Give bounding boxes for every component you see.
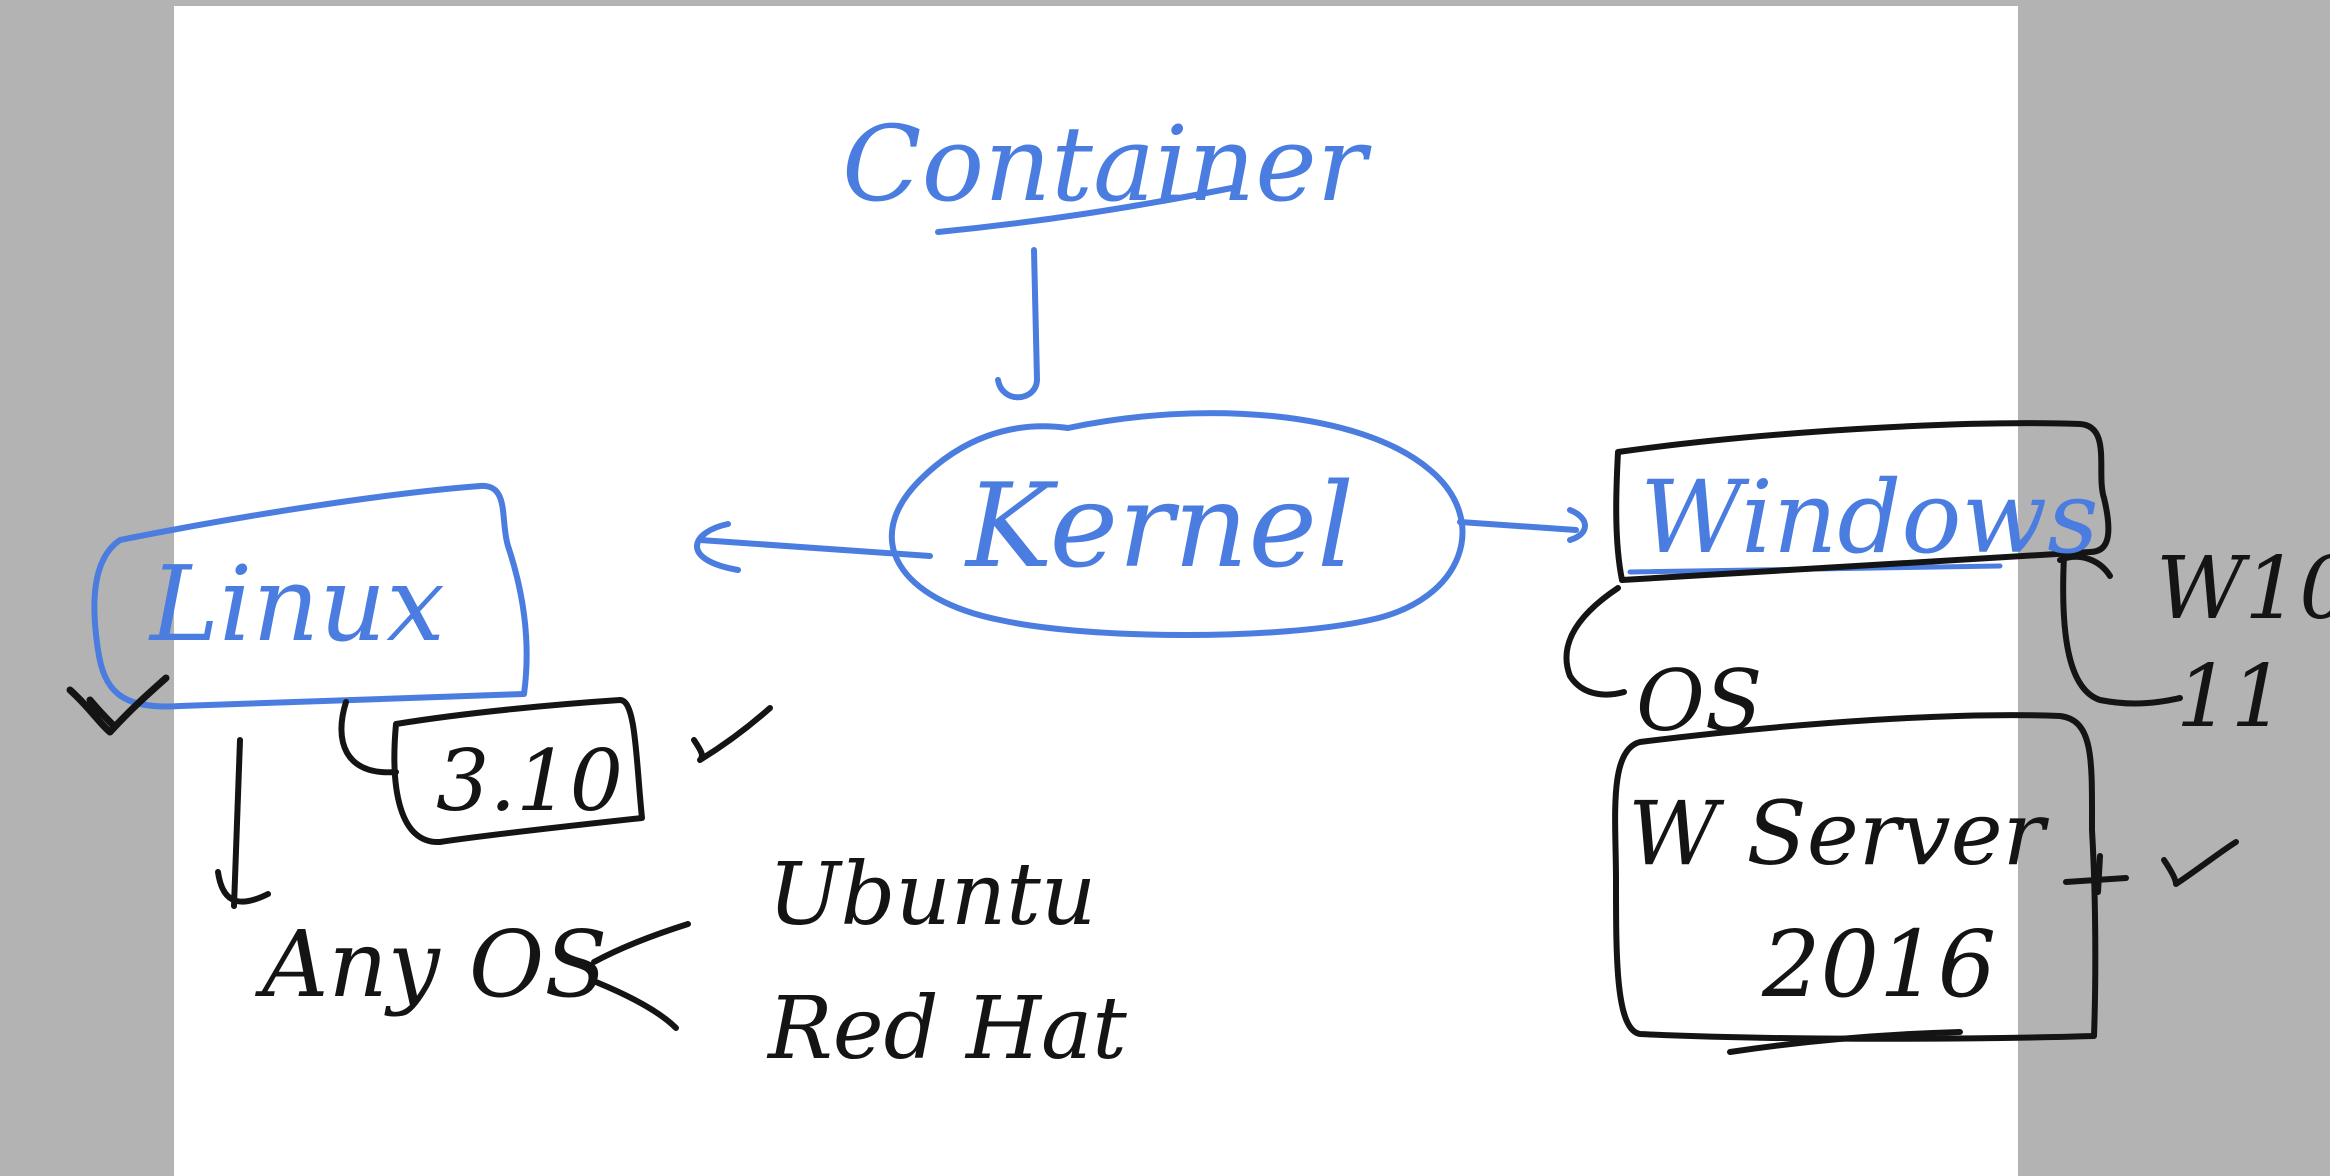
version-box xyxy=(391,697,645,846)
kernel-label: Kernel xyxy=(964,459,1354,594)
os-label: OS xyxy=(1636,652,1762,750)
windows-os-hook xyxy=(1563,585,1627,698)
any-os-arrow xyxy=(591,921,691,1031)
whiteboard-canvas xyxy=(174,6,2018,1176)
windows-box xyxy=(1613,420,2112,583)
version-connector xyxy=(338,699,399,776)
container-underline xyxy=(935,185,1235,235)
redhat-label: Red Hat xyxy=(766,979,1127,1079)
check-mark-server xyxy=(2161,839,2239,887)
check-mark-version xyxy=(691,705,773,763)
win11-label: 11 xyxy=(2176,647,2285,747)
any-os-label: Any OS xyxy=(254,911,607,1018)
check-mark-linux xyxy=(66,674,170,736)
linux-down-arrow xyxy=(215,737,271,909)
linux-box xyxy=(91,483,530,710)
kernel-ellipse xyxy=(888,410,1466,638)
kernel-to-windows-arrow xyxy=(1457,507,1588,543)
kernel-to-linux-arrow xyxy=(694,521,933,573)
container-connector xyxy=(995,247,1040,401)
windows-label: Windows xyxy=(1640,459,2099,576)
server-underline xyxy=(1727,1029,1963,1055)
year-label: 2016 xyxy=(1761,911,1996,1018)
ubuntu-label: Ubuntu xyxy=(768,845,1096,945)
windows-version-brace xyxy=(2057,553,2183,707)
win10-label: W10 xyxy=(2156,539,2330,639)
container-label: Container xyxy=(842,103,1372,225)
server-dash xyxy=(2063,853,2129,895)
version-label: 3.10 xyxy=(436,732,623,830)
linux-label: Linux xyxy=(148,543,445,665)
wserver-label: W Server xyxy=(1628,782,2050,885)
server-box xyxy=(1612,712,2099,1042)
